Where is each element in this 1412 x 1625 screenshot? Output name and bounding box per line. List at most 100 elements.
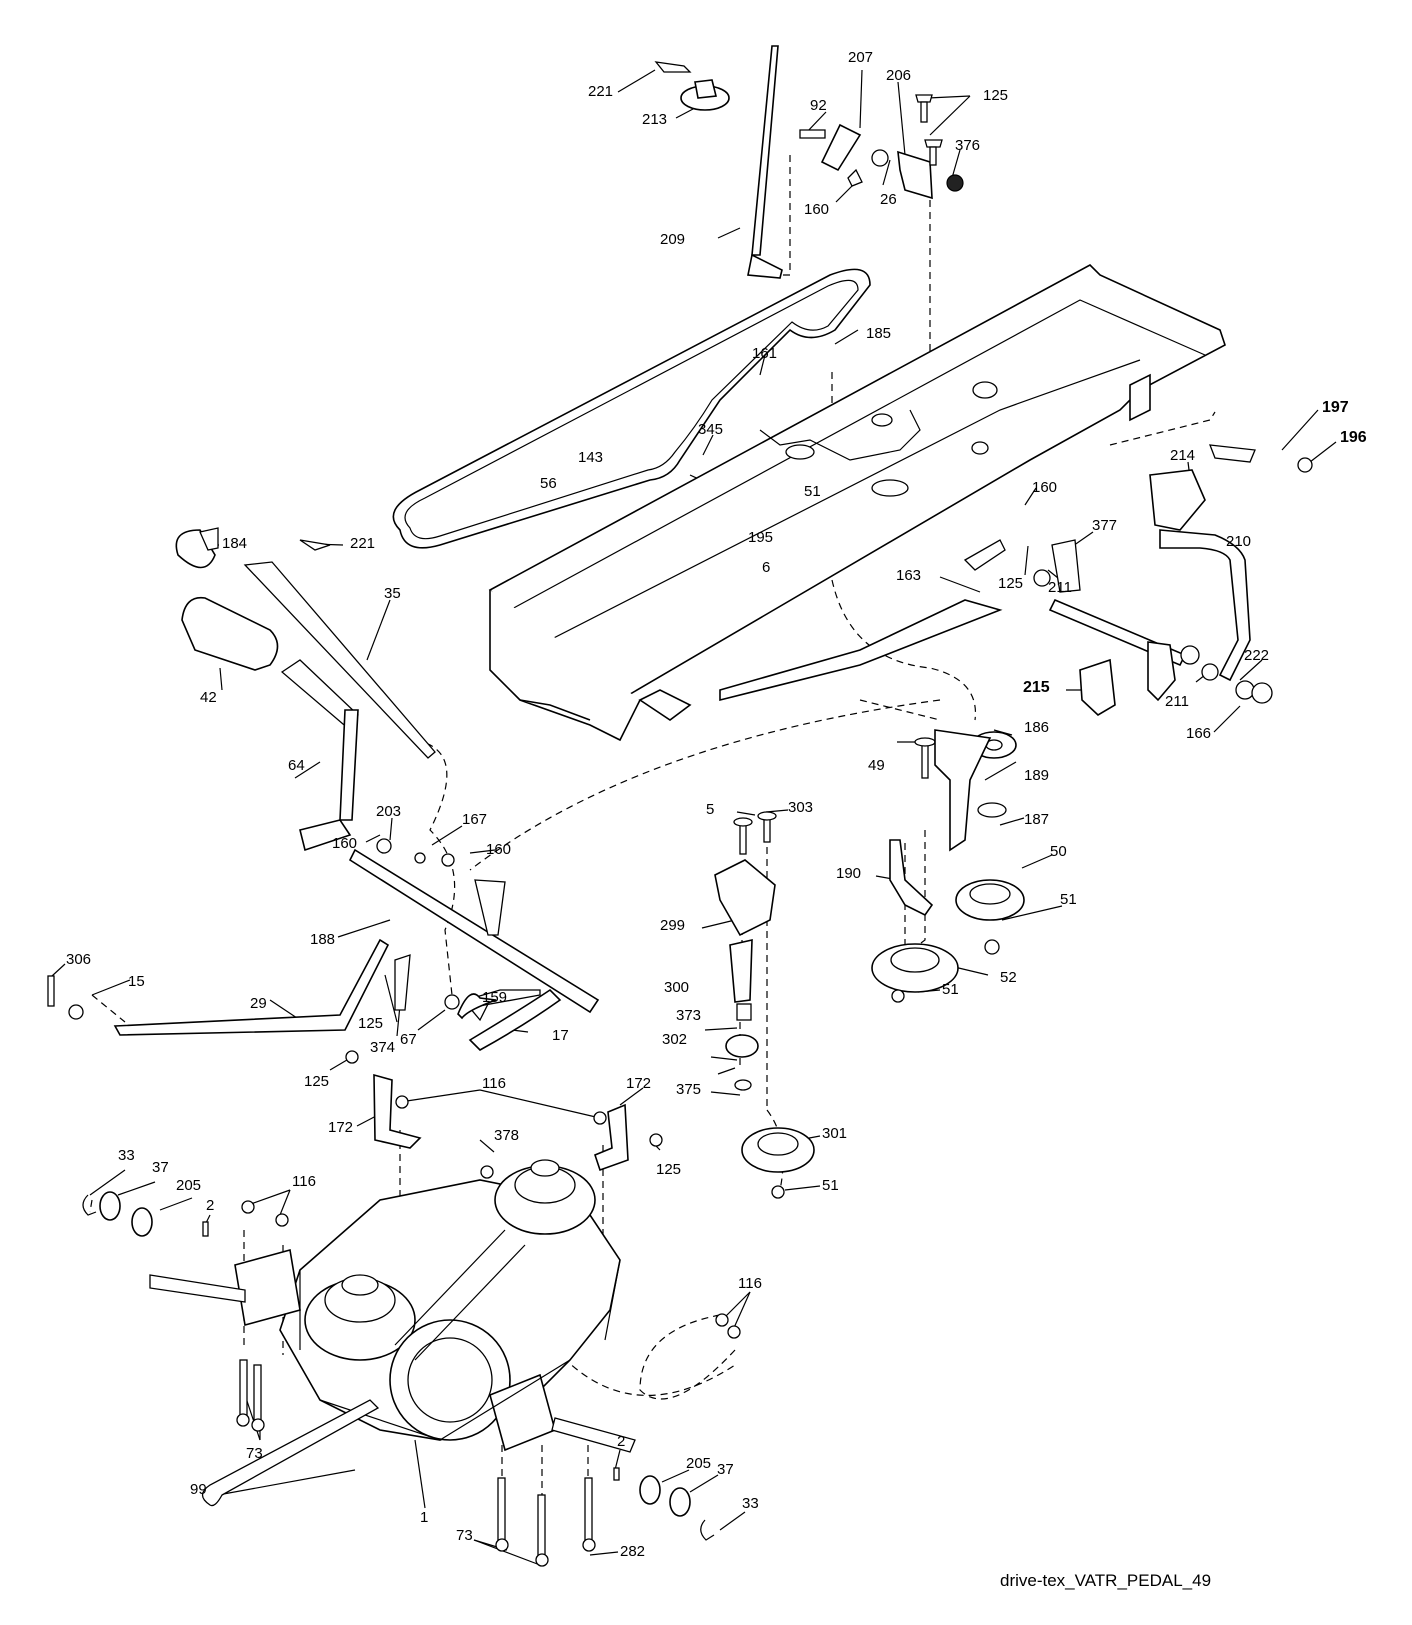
callout-345: 345	[698, 421, 724, 438]
callout-15: 15	[128, 973, 145, 990]
callout-221: 221	[350, 535, 376, 552]
callout-211: 211	[1048, 579, 1072, 596]
callout-213: 213	[642, 111, 668, 128]
callout-37: 37	[717, 1461, 734, 1478]
callout-125: 125	[358, 1015, 384, 1032]
callout-167: 167	[462, 811, 488, 828]
callout-116: 116	[292, 1173, 316, 1190]
callout-374: 374	[370, 1039, 396, 1056]
callout-37: 37	[152, 1159, 169, 1176]
callout-377: 377	[1092, 517, 1118, 534]
callout-125: 125	[983, 87, 1009, 104]
callout-160: 160	[804, 201, 830, 218]
callout-189: 189	[1024, 767, 1050, 784]
hardware	[82, 1191, 741, 1567]
callout-73: 73	[246, 1445, 263, 1462]
callout-51: 51	[822, 1177, 839, 1194]
callout-17: 17	[552, 1027, 569, 1044]
transaxle-brackets	[345, 1050, 663, 1179]
callout-29: 29	[250, 995, 267, 1012]
callout-210: 210	[1226, 533, 1252, 550]
callout-5: 5	[706, 801, 715, 818]
callout-209: 209	[660, 231, 686, 248]
callout-143: 143	[578, 449, 604, 466]
callout-160: 160	[332, 835, 358, 852]
callout-50: 50	[1050, 843, 1067, 860]
callout-42: 42	[200, 689, 217, 706]
callout-207: 207	[848, 49, 874, 66]
callout-116: 116	[482, 1075, 506, 1092]
drive-belt	[392, 268, 871, 549]
callout-185: 185	[866, 325, 892, 342]
callout-206: 206	[886, 67, 912, 84]
callout-99: 99	[190, 1481, 207, 1498]
callout-64: 64	[288, 757, 305, 774]
callout-196: 196	[1340, 429, 1367, 446]
pedal-assembly-left	[47, 527, 600, 1051]
callout-73: 73	[456, 1527, 473, 1544]
callout-35: 35	[384, 585, 401, 602]
callout-6: 6	[762, 559, 771, 576]
callout-1: 1	[420, 1509, 429, 1526]
callout-306: 306	[66, 951, 92, 968]
callout-116: 116	[738, 1275, 762, 1292]
callout-190: 190	[836, 865, 862, 882]
callout-49: 49	[868, 757, 885, 774]
callout-67: 67	[400, 1031, 417, 1048]
callout-52: 52	[1000, 969, 1017, 986]
pedal-assembly-right	[719, 444, 1313, 716]
callout-211: 211	[1165, 693, 1189, 710]
callout-222: 222	[1244, 647, 1270, 664]
callout-203: 203	[376, 803, 402, 820]
callout-378: 378	[494, 1127, 520, 1144]
callout-375: 375	[676, 1081, 702, 1098]
callout-221: 221	[588, 83, 614, 100]
callout-160: 160	[486, 841, 512, 858]
diagram-caption: drive-tex_VATR_PEDAL_49	[1000, 1571, 1212, 1590]
callout-125: 125	[998, 575, 1024, 592]
callout-166: 166	[1186, 725, 1212, 742]
callout-2: 2	[206, 1197, 215, 1214]
callout-51: 51	[942, 981, 959, 998]
pulleys-brackets	[457, 729, 1025, 1199]
transaxle-unit	[149, 1159, 636, 1453]
callout-184: 184	[222, 535, 248, 552]
callout-56: 56	[540, 475, 557, 492]
callout-214: 214	[1170, 447, 1196, 464]
callout-163: 163	[896, 567, 922, 584]
callout-51: 51	[1060, 891, 1077, 908]
callout-33: 33	[742, 1495, 759, 1512]
callout-197: 197	[1322, 399, 1349, 416]
callout-125: 125	[304, 1073, 330, 1090]
callout-282: 282	[620, 1543, 646, 1560]
callout-373: 373	[676, 1007, 702, 1024]
callout-205: 205	[176, 1177, 202, 1194]
callout-300: 300	[664, 979, 690, 996]
callout-303: 303	[788, 799, 814, 816]
callout-195: 195	[748, 529, 774, 546]
callout-2: 2	[617, 1433, 626, 1450]
callout-33: 33	[118, 1147, 135, 1164]
callout-187: 187	[1024, 811, 1050, 828]
callout-172: 172	[328, 1119, 354, 1136]
callout-302: 302	[662, 1031, 688, 1048]
callout-26: 26	[880, 191, 897, 208]
callout-160: 160	[1032, 479, 1058, 496]
control-levers	[654, 45, 964, 279]
callout-188: 188	[310, 931, 336, 948]
callout-51: 51	[804, 483, 821, 500]
callout-92: 92	[810, 97, 827, 114]
callout-299: 299	[660, 917, 686, 934]
callout-186: 186	[1024, 719, 1050, 736]
callout-172: 172	[626, 1075, 652, 1092]
callout-376: 376	[955, 137, 981, 154]
callout-205: 205	[686, 1455, 712, 1472]
callout-161: 161	[752, 345, 778, 362]
callout-215: 215	[1023, 679, 1050, 696]
chassis-frame	[488, 264, 1226, 742]
callout-125: 125	[656, 1161, 682, 1178]
callout-159: 159	[482, 989, 508, 1006]
callout-301: 301	[822, 1125, 848, 1142]
